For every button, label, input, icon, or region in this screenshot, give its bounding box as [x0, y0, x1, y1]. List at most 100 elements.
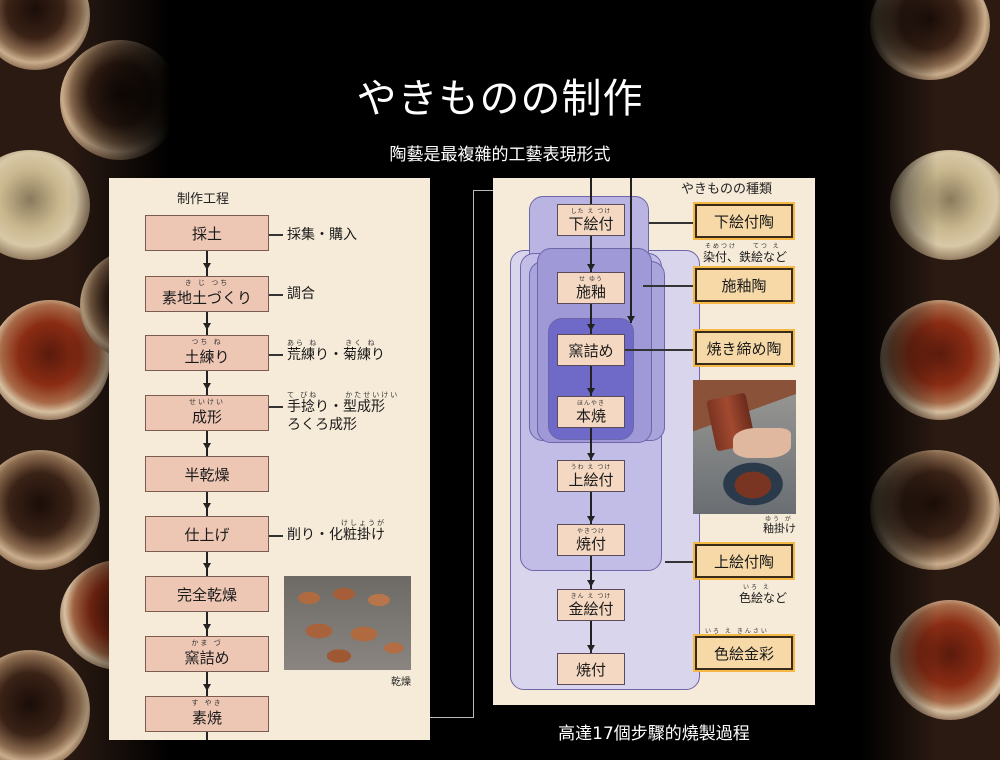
arrow-down-icon — [587, 264, 595, 271]
type-step-label: 本焼 — [575, 406, 606, 425]
process-step: す やき 素焼 — [145, 696, 269, 732]
type-box: 色絵金彩 — [693, 634, 795, 672]
process-note: 採集・購入 — [287, 227, 357, 243]
note-connector — [269, 294, 283, 296]
type-connector — [649, 222, 695, 224]
type-step-label: 焼付 — [575, 534, 606, 553]
pottery-types-panel: やきものの種類 した え つけ 下絵付 せ ゆう 施釉 窯詰め ほんやき 本焼 … — [493, 178, 815, 705]
type-box: 施釉陶 — [693, 266, 795, 304]
type-step: うわ え つけ 上絵付 — [557, 460, 625, 492]
arrow-down-icon — [203, 323, 211, 330]
pottery-types-heading: やきものの種類 — [681, 182, 773, 197]
arrow-down-icon — [627, 316, 635, 323]
type-step-label: 上絵付 — [568, 470, 614, 489]
type-flow-line — [590, 178, 592, 683]
process-note: 荒練り・菊練り — [287, 347, 385, 363]
process-note-ruby: あら ね きく ね — [287, 339, 377, 347]
process-step-label: 素焼 — [191, 708, 222, 727]
process-note: 手捻り・型成形 — [287, 399, 385, 415]
arrow-down-icon — [203, 624, 211, 631]
type-step-ruby: うわ え つけ — [570, 464, 612, 471]
process-step-label: 土練り — [184, 347, 230, 366]
arrow-down-icon — [587, 324, 595, 331]
type-connector — [665, 561, 695, 563]
type-step-ruby: やきつけ — [576, 528, 605, 535]
note-connector — [269, 406, 283, 408]
type-step-label: 下絵付 — [568, 214, 614, 233]
type-step-label: 金絵付 — [568, 599, 614, 618]
panel-connector-line — [473, 190, 474, 718]
type-box-ruby: いろ え きんさい — [705, 628, 769, 635]
process-note-ruby: けしょうが — [341, 519, 386, 527]
type-connector — [643, 285, 695, 287]
process-note: 調合 — [287, 286, 315, 302]
type-step-ruby: した え つけ — [570, 208, 612, 215]
type-step-label: 焼付 — [575, 660, 606, 679]
type-step-label: 施釉 — [575, 282, 606, 301]
arrow-down-icon — [203, 263, 211, 270]
type-step: せ ゆう 施釉 — [557, 272, 625, 304]
type-note: 染付、鉄絵など — [703, 250, 788, 264]
type-box: 上絵付陶 — [693, 542, 795, 580]
type-step: やきつけ 焼付 — [557, 524, 625, 556]
process-step-ruby: かま づ — [191, 639, 223, 647]
process-step-ruby: す やき — [191, 699, 223, 707]
note-connector — [269, 535, 283, 537]
process-step-label: 仕上げ — [184, 525, 230, 544]
page-title: やきものの制作 — [356, 76, 644, 122]
process-step: 採土 — [145, 215, 269, 251]
drying-photo — [284, 576, 411, 670]
production-process-heading: 制作工程 — [177, 192, 230, 207]
type-note-ruby: いろ え — [743, 584, 771, 591]
process-step: き じ つち 素地土づくり — [145, 276, 269, 312]
page-subtitle: 陶藝是最複雜的工藝表現形式 — [389, 145, 611, 165]
type-box: 焼き締め陶 — [693, 329, 795, 367]
arrow-down-icon — [203, 563, 211, 570]
process-step: せいけい 成形 — [145, 395, 269, 431]
note-connector — [269, 354, 283, 356]
type-step-label: 窯詰め — [568, 341, 614, 360]
glazing-photo — [693, 380, 796, 514]
arrow-down-icon — [203, 383, 211, 390]
arrow-down-icon — [587, 645, 595, 652]
production-process-panel: 制作工程 採土 き じ つち 素地土づくり つち ね 土練り せいけい 成形 半… — [109, 178, 430, 740]
process-note: ろくろ成形 — [287, 417, 357, 433]
process-step: つち ね 土練り — [145, 335, 269, 371]
process-note-ruby: て びね かたせいけい — [287, 391, 400, 399]
arrow-down-icon — [587, 516, 595, 523]
process-step: かま づ 窯詰め — [145, 636, 269, 672]
type-connector — [625, 349, 695, 351]
type-step: 窯詰め — [557, 334, 625, 366]
arrow-down-icon — [203, 503, 211, 510]
type-step: きん え つけ 金絵付 — [557, 589, 625, 621]
arrow-down-icon — [203, 684, 211, 691]
process-step-label: 成形 — [191, 407, 222, 426]
note-connector — [269, 234, 283, 236]
bypass-flow-line — [630, 178, 632, 323]
arrow-down-icon — [203, 443, 211, 450]
type-step-ruby: きん え つけ — [570, 593, 612, 600]
process-step-label: 半乾燥 — [184, 465, 230, 484]
process-step-label: 完全乾燥 — [176, 585, 237, 604]
process-step-ruby: つち ね — [191, 338, 223, 346]
panel-connector-line — [430, 717, 474, 718]
arrow-down-icon — [587, 388, 595, 395]
process-step-ruby: き じ つち — [184, 279, 230, 287]
type-step: した え つけ 下絵付 — [557, 204, 625, 236]
arrow-down-icon — [587, 580, 595, 587]
type-step-ruby: せ ゆう — [579, 276, 603, 283]
process-step: 半乾燥 — [145, 456, 269, 492]
process-step: 仕上げ — [145, 516, 269, 552]
drying-photo-caption: 乾燥 — [391, 677, 411, 688]
arrow-down-icon — [587, 453, 595, 460]
process-step-ruby: せいけい — [189, 398, 225, 406]
panel-connector-line — [473, 190, 493, 191]
type-step-ruby: ほんやき — [576, 400, 605, 407]
type-note: 色絵など — [739, 591, 788, 605]
glazing-caption-ruby: ゆう が — [765, 516, 793, 523]
type-step: ほんやき 本焼 — [557, 396, 625, 428]
process-step-label: 窯詰め — [184, 648, 230, 667]
process-step-label: 採土 — [191, 224, 222, 243]
type-step: 焼付 — [557, 653, 625, 685]
background-right-fade — [860, 0, 1000, 760]
